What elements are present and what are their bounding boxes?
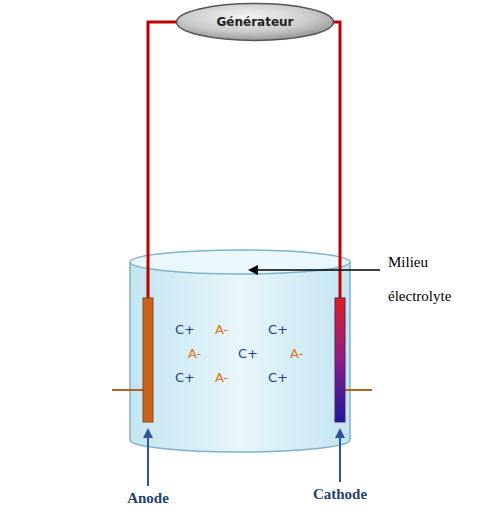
leader-arrow bbox=[339, 430, 341, 482]
electrode-label: Cathode bbox=[313, 486, 367, 503]
cation-symbol: C+ bbox=[175, 370, 195, 385]
anode-electrode bbox=[143, 298, 153, 422]
cation-symbol: C+ bbox=[175, 322, 195, 337]
electrode-tab bbox=[112, 389, 143, 391]
generator-ellipse: Générateur bbox=[175, 2, 335, 42]
medium-label: Milieu électrolyte bbox=[388, 245, 483, 313]
node-text: Générateur bbox=[216, 15, 293, 29]
cation-symbol: C+ bbox=[268, 322, 288, 337]
anion-symbol: A- bbox=[215, 322, 228, 337]
anion-symbol: A- bbox=[290, 346, 303, 361]
electrode-label: Anode bbox=[127, 490, 169, 507]
cathode-electrode bbox=[335, 298, 345, 422]
anion-symbol: A- bbox=[188, 346, 201, 361]
wire bbox=[148, 22, 178, 300]
electrode-tab bbox=[345, 389, 372, 391]
anion-symbol: A- bbox=[215, 370, 228, 385]
cation-symbol: C+ bbox=[268, 370, 288, 385]
leader-arrow bbox=[147, 430, 149, 486]
cation-symbol: C+ bbox=[238, 346, 258, 361]
leader-arrow bbox=[250, 269, 380, 271]
wire bbox=[333, 22, 340, 300]
beaker bbox=[130, 250, 350, 452]
